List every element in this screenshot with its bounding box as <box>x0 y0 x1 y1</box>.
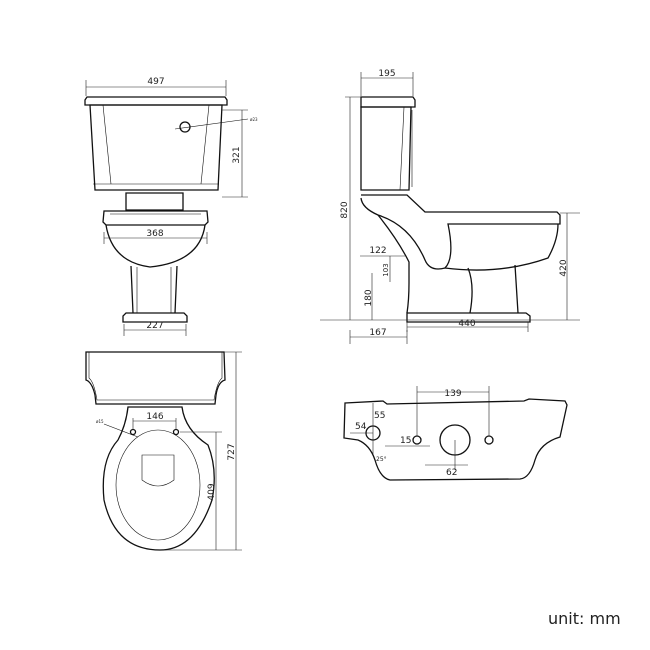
plan-view: 146 ø15 727 409 <box>85 351 242 551</box>
front-view: 497 368 227 321 ø23 <box>84 77 258 336</box>
dim-tank-depth: 195 <box>378 69 395 79</box>
dim-seat-height: 420 <box>559 259 569 276</box>
dim-hole-spacing: 139 <box>444 389 461 399</box>
side-view: 195 820 420 440 167 122 103 180 <box>320 69 580 344</box>
angle-label: 25° <box>376 456 387 463</box>
dim-hole-diameter: 15 <box>400 436 411 446</box>
dim-overall-height: 820 <box>340 201 350 218</box>
dim-outlet-height: 180 <box>364 289 374 306</box>
dim-outlet-diameter: 103 <box>382 263 390 276</box>
dim-bowl-length: 409 <box>207 483 217 500</box>
dim-inlet-offset-x: 54 <box>355 422 367 432</box>
dim-inlet-offset-y: 55 <box>374 411 385 421</box>
dim-tank-height: 321 <box>232 146 242 163</box>
dim-base-length: 440 <box>458 319 475 329</box>
dim-flush-diameter: 62 <box>446 468 457 478</box>
button-hole-label: ø23 <box>250 117 258 122</box>
hinge-hole-label: ø15 <box>96 419 104 424</box>
dim-bowl-width: 368 <box>146 229 163 239</box>
dim-base-width: 227 <box>146 321 163 331</box>
dim-outlet-offset: 122 <box>369 246 386 256</box>
dim-tank-width: 497 <box>147 77 164 87</box>
dim-overall-length: 727 <box>227 443 237 460</box>
dim-wall-distance: 167 <box>369 328 386 338</box>
tank-top-view: 139 55 54 15 62 25° <box>343 386 568 481</box>
dim-hinge-spacing: 146 <box>146 412 163 422</box>
unit-label: unit: mm <box>548 609 621 628</box>
